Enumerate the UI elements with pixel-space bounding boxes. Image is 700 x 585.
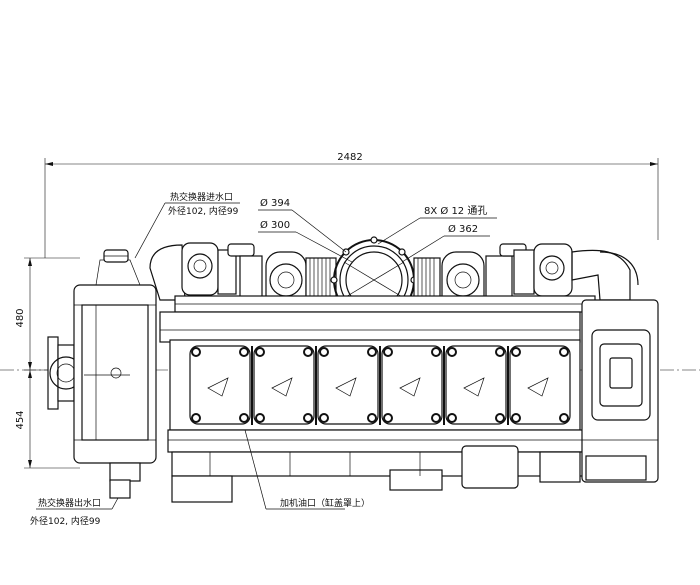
flywheel-housing: [581, 299, 659, 483]
diameter-362-label: Ø 362: [448, 223, 478, 235]
heat-exchanger: [47, 249, 157, 482]
inlet-title: 热交换器进水口: [170, 191, 233, 203]
dimension-overall-length-label: 2482: [337, 152, 362, 163]
dimension-upper-height-label: 480: [15, 308, 26, 327]
diameter-300-label: Ø 300: [260, 219, 290, 231]
oil-filler-label: 加机油口（缸盖罩上）: [280, 497, 370, 509]
inlet-spec: 外径102, 内径99: [168, 205, 239, 217]
dimension-overall-length: 2482: [44, 152, 659, 258]
engine-block: [109, 311, 589, 503]
outlet-title: 热交换器出水口: [38, 497, 101, 509]
dimension-lower-height-label: 454: [15, 410, 26, 429]
diameter-394-label: Ø 394: [260, 197, 290, 209]
leader-lines: [36, 202, 497, 510]
outlet-spec: 外径102, 内径99: [30, 515, 101, 527]
bolt-holes-label: 8X Ø 12 通孔: [424, 205, 487, 217]
